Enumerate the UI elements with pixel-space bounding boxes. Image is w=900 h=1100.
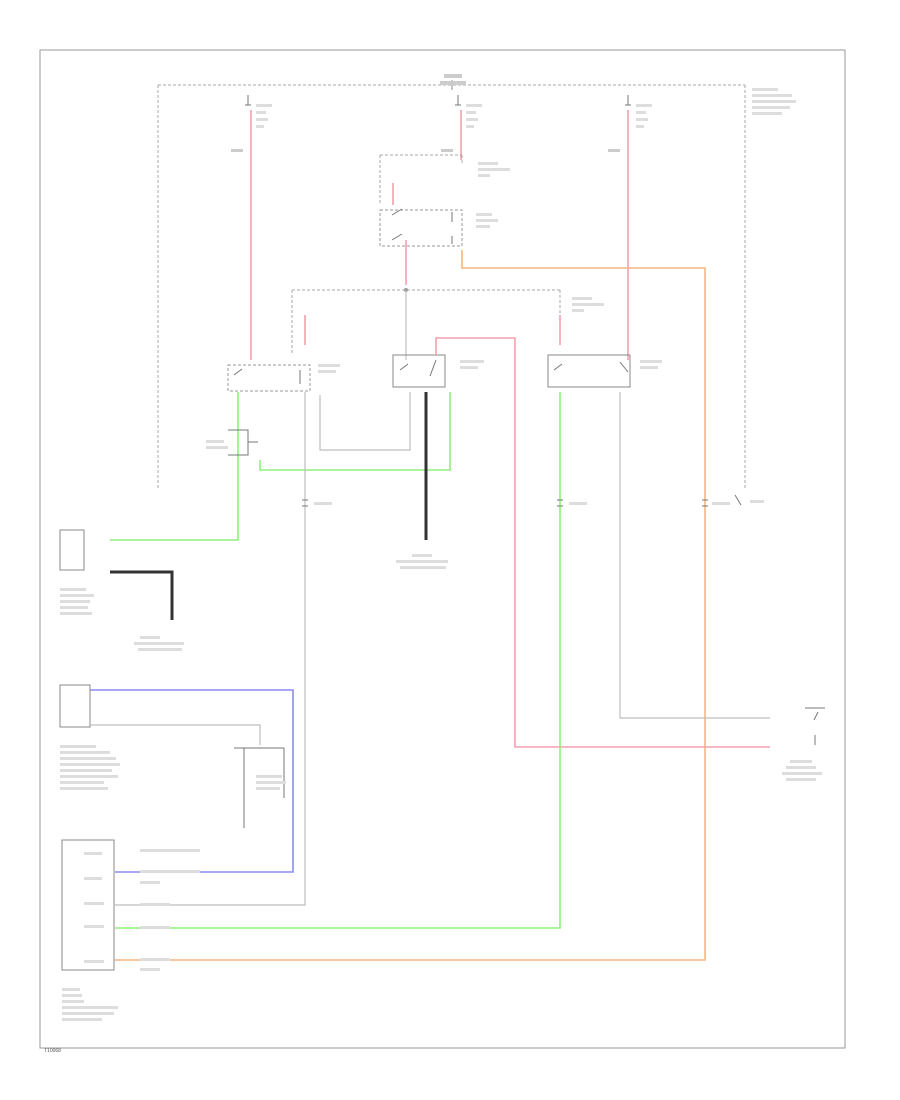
ecm-pin-labels (84, 852, 104, 963)
relay-left-label (318, 364, 340, 373)
engine-relay-label (476, 213, 498, 228)
right-top-note (752, 88, 796, 115)
wire-green-left (110, 392, 239, 541)
mid-module-wire (90, 724, 261, 745)
splice-bus (291, 289, 561, 355)
mid-module (59, 684, 91, 728)
relay-left (227, 364, 311, 392)
left-switch (206, 429, 258, 456)
wire-orange (115, 250, 706, 961)
upper-connector-outline (379, 154, 463, 205)
top-bus-label (444, 74, 462, 78)
bottom-right-component (782, 707, 825, 781)
wire-gray-left-down (115, 392, 306, 906)
ground-wire-left (110, 570, 174, 620)
relay-switch-icon (553, 361, 629, 373)
fuse-left (245, 95, 272, 128)
wire-green-loop (259, 392, 451, 471)
relay-switch-icon (391, 208, 453, 244)
top-bus-line (157, 84, 746, 488)
relay-right (547, 354, 631, 388)
left-component-label (60, 588, 94, 615)
ecm-wire-labels (140, 849, 200, 971)
mid-module-label (60, 745, 120, 790)
left-component (59, 529, 85, 571)
ground-label-left (134, 636, 184, 651)
wire-gray-right (619, 392, 770, 719)
ground-label-center (396, 554, 448, 569)
wire-gray-center (319, 392, 411, 451)
fuse-right (625, 95, 652, 128)
relay-center (392, 354, 446, 388)
engine-relay-box (379, 209, 463, 247)
relay-center-label (460, 360, 484, 369)
wire-red-loop (435, 337, 770, 748)
wire-green-right (115, 392, 561, 929)
relay-right-label (640, 360, 662, 369)
wire-label (441, 149, 453, 152)
lower-connector-label (572, 297, 604, 312)
connector-icon (302, 494, 764, 507)
fuse-center (455, 95, 482, 128)
wire-label (608, 149, 620, 152)
relay-switch-icon (399, 359, 437, 377)
figure-id: T10068 (44, 1048, 61, 1054)
diagram-frame (39, 49, 846, 1049)
wire-label (231, 149, 243, 152)
wire-blue (90, 689, 294, 873)
mid-connector (234, 747, 286, 828)
relay-switch-icon (233, 368, 301, 384)
ecm-box (61, 839, 115, 971)
top-bus-label-2 (440, 81, 466, 85)
ecm-label (62, 988, 118, 1021)
upper-connector-label (478, 162, 510, 177)
